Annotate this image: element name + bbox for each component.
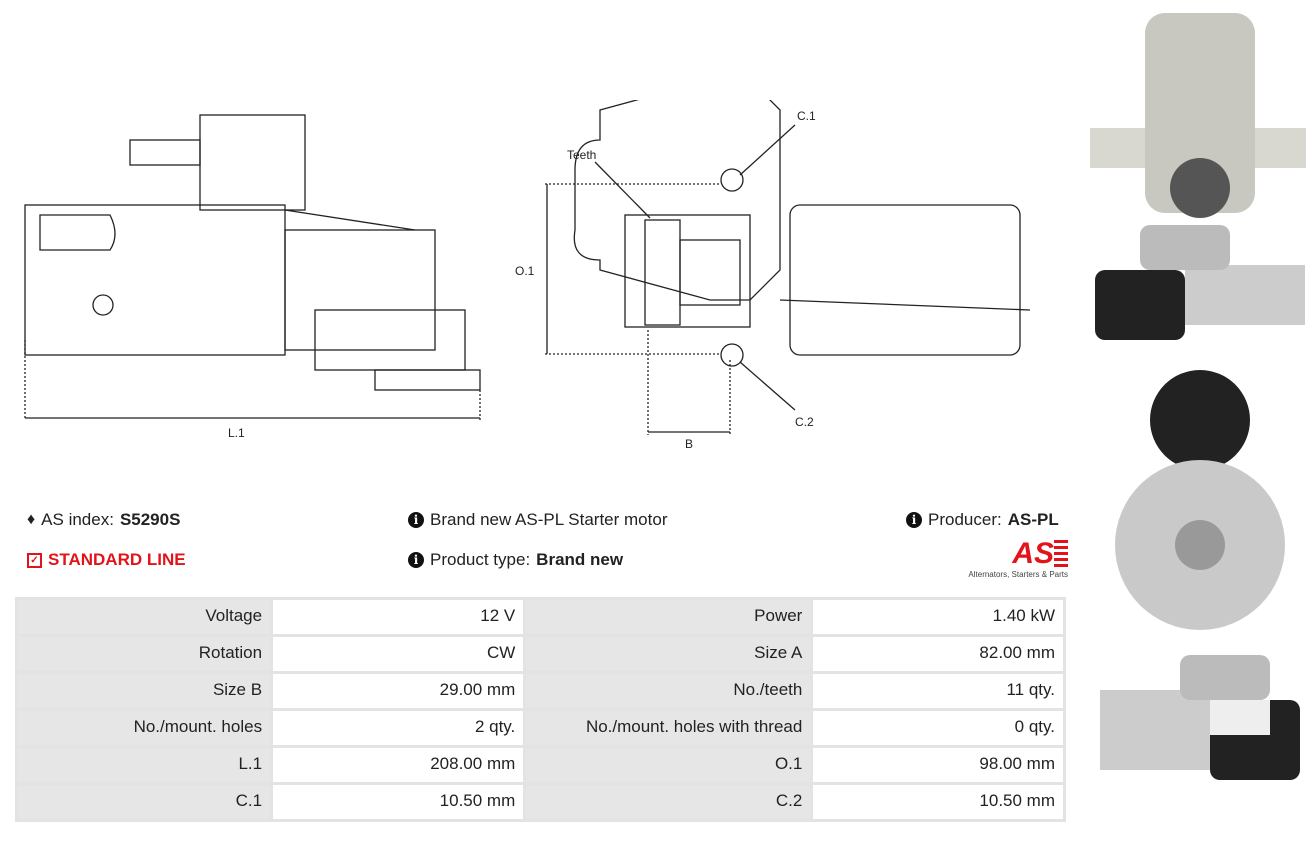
- spec-value: 98.00 mm: [810, 745, 1066, 785]
- b-label: B: [685, 437, 693, 451]
- spec-label: Voltage: [14, 597, 274, 637]
- info-icon: i: [408, 512, 424, 528]
- as-index-label: AS index:: [41, 510, 114, 529]
- spec-label: C.2: [523, 782, 814, 822]
- description-text: Brand new AS-PL Starter motor: [430, 510, 668, 529]
- solenoid: [199, 114, 306, 211]
- product-photo-rear[interactable]: [1090, 360, 1306, 635]
- product-type-label: Product type:: [430, 550, 531, 569]
- spec-value: 29.00 mm: [270, 671, 527, 711]
- spec-value: CW: [270, 634, 527, 674]
- hole-c2: [720, 343, 744, 367]
- product-photo-front[interactable]: [1090, 8, 1306, 218]
- motor-housing: [789, 204, 1021, 356]
- product-photo-side[interactable]: [1090, 220, 1306, 350]
- producer-value: AS-PL: [1007, 510, 1059, 529]
- c2-label: C.2: [795, 415, 814, 429]
- o1-label: O.1: [515, 264, 535, 278]
- info-icon: i: [408, 552, 424, 568]
- spec-label: No./mount. holes with thread: [523, 708, 814, 748]
- spec-value: 2 qty.: [270, 708, 527, 748]
- spec-label: L.1: [14, 745, 274, 785]
- spec-value: 0 qty.: [810, 708, 1066, 748]
- motor-body: [24, 204, 286, 356]
- info-icon: i: [906, 512, 922, 528]
- standard-line-label: STANDARD LINE: [48, 550, 186, 569]
- as-index-value: S5290S: [119, 510, 181, 529]
- spec-label: Rotation: [14, 634, 274, 674]
- product-type: i Product type: Brand new: [408, 550, 623, 570]
- product-type-value: Brand new: [536, 550, 624, 569]
- logo-mark: AS: [962, 538, 1068, 570]
- tags-icon: ♦: [27, 511, 36, 528]
- checkbox-icon: ✓: [27, 552, 42, 568]
- product-photo-label-side[interactable]: [1090, 650, 1306, 800]
- logo-tagline: Alternators, Starters & Parts: [968, 570, 1068, 579]
- producer: i Producer: AS-PL: [906, 510, 1059, 530]
- standard-line-badge: ✓ STANDARD LINE: [27, 550, 186, 570]
- side-view-drawing: L.1: [24, 114, 481, 440]
- l1-label: L.1: [228, 426, 245, 440]
- description: i Brand new AS-PL Starter motor: [408, 510, 667, 530]
- spec-value: 10.50 mm: [270, 782, 527, 822]
- spec-value: 208.00 mm: [270, 745, 527, 785]
- spec-label: O.1: [523, 745, 814, 785]
- spec-value: 11 qty.: [810, 671, 1066, 711]
- spec-label: C.1: [14, 782, 274, 822]
- teeth-label: Teeth: [567, 148, 596, 162]
- front-view-drawing: O.1 B C.1 C.2 Teeth: [515, 100, 1031, 451]
- spec-value: 1.40 kW: [810, 597, 1066, 637]
- hole-c1: [720, 168, 744, 192]
- spec-value: 10.50 mm: [810, 782, 1066, 822]
- flange: [573, 100, 781, 301]
- as-pl-logo: AS Alternators, Starters & Parts: [962, 538, 1068, 579]
- spec-label: Power: [523, 597, 814, 637]
- as-index: ♦ AS index: S5290S: [27, 510, 180, 530]
- spec-value: 12 V: [270, 597, 527, 637]
- spec-value: 82.00 mm: [810, 634, 1066, 674]
- spec-label: Size A: [523, 634, 814, 674]
- spec-label: No./teeth: [523, 671, 814, 711]
- c1-label: C.1: [797, 109, 816, 123]
- spec-label: Size B: [14, 671, 274, 711]
- spec-label: No./mount. holes: [14, 708, 274, 748]
- producer-label: Producer:: [928, 510, 1002, 529]
